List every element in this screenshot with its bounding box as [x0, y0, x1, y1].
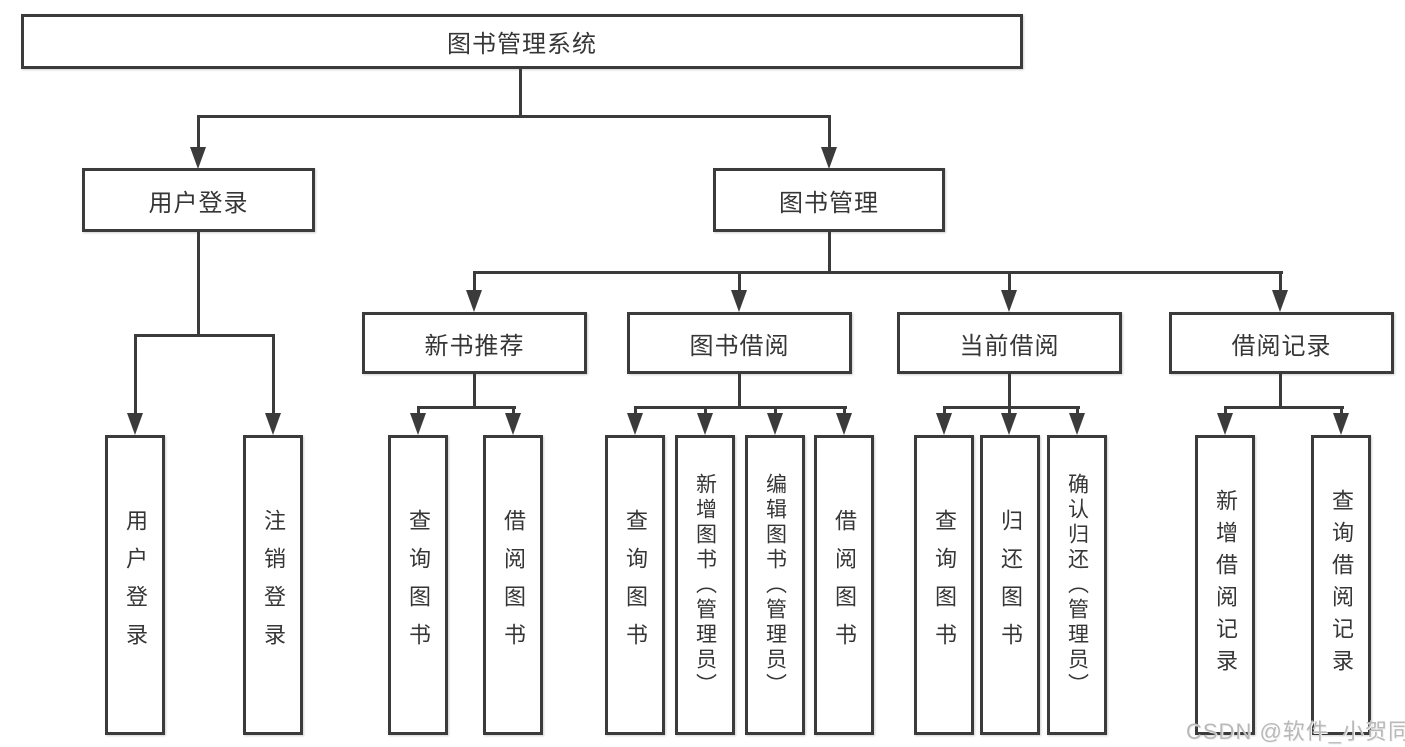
- node-logout: 注销登录: [243, 435, 303, 735]
- arrow-down-icon: [1069, 413, 1085, 435]
- node-user-login-label: 用户登录: [123, 509, 148, 661]
- arrow-down-icon: [936, 413, 952, 435]
- connector-v: [1008, 271, 1011, 293]
- connector-v: [738, 271, 741, 293]
- node-query-books-borrowing-label: 查询图书: [623, 509, 648, 661]
- node-new-book-recommend: 新书推荐: [362, 312, 587, 374]
- connector-v: [473, 271, 476, 293]
- node-borrowing-records-label: 借阅记录: [1231, 332, 1332, 360]
- connector-v: [828, 115, 831, 149]
- arrow-down-icon: [505, 413, 521, 435]
- node-return-books-label: 归还图书: [998, 509, 1023, 661]
- connector-v: [197, 115, 200, 149]
- connector-v: [704, 406, 707, 416]
- arrow-down-icon: [1217, 413, 1233, 435]
- connector-v: [943, 406, 946, 416]
- node-book-management: 图书管理: [713, 168, 945, 232]
- arrow-down-icon: [697, 413, 713, 435]
- arrow-down-icon: [1001, 413, 1017, 435]
- node-add-books-admin-label: 新增图书（管理员）: [693, 472, 717, 698]
- connector-v: [1008, 406, 1011, 416]
- node-borrowing-records: 借阅记录: [1169, 312, 1394, 374]
- arrow-down-icon: [731, 290, 747, 312]
- connector-v: [1279, 374, 1282, 409]
- node-query-books-current: 查询图书: [914, 435, 974, 735]
- connector-v: [1076, 406, 1079, 416]
- node-query-borrow-record-label: 查询借阅记录: [1329, 489, 1354, 681]
- node-query-books-recommend: 查询图书: [388, 435, 448, 735]
- node-query-books-current-label: 查询图书: [932, 509, 957, 661]
- node-root: 图书管理系统: [21, 14, 1023, 69]
- arrow-down-icon: [767, 413, 783, 435]
- node-borrow-books-recommend: 借阅图书: [483, 435, 543, 735]
- node-query-borrow-record: 查询借阅记录: [1311, 435, 1371, 735]
- arrow-down-icon: [190, 147, 206, 169]
- node-current-borrowing: 当前借阅: [897, 312, 1122, 374]
- connector-v: [197, 232, 200, 337]
- arrow-down-icon: [821, 147, 837, 169]
- node-add-borrow-record-label: 新增借阅记录: [1213, 489, 1238, 681]
- connector-v: [738, 374, 741, 409]
- node-query-books-borrowing: 查询图书: [605, 435, 665, 735]
- connector-v: [828, 232, 831, 274]
- connector-v: [519, 66, 522, 118]
- connector-v: [1008, 374, 1011, 409]
- arrow-down-icon: [627, 413, 643, 435]
- connector-v: [417, 406, 420, 416]
- connector-h: [134, 334, 275, 337]
- node-user-login-module: 用户登录: [82, 168, 315, 232]
- arrow-down-icon: [410, 413, 426, 435]
- connector-v: [473, 374, 476, 409]
- connector-v: [1224, 406, 1227, 416]
- connector-v: [272, 334, 275, 414]
- arrow-down-icon: [836, 413, 852, 435]
- connector-h: [197, 115, 831, 118]
- node-borrow-books-label: 借阅图书: [832, 509, 857, 661]
- arrow-down-icon: [1333, 413, 1349, 435]
- connector-h: [634, 406, 847, 409]
- node-return-books: 归还图书: [980, 435, 1040, 735]
- arrow-down-icon: [265, 413, 281, 435]
- connector-v: [1340, 406, 1343, 416]
- node-user-login-module-label: 用户登录: [148, 189, 249, 217]
- connector-v: [634, 406, 637, 416]
- node-new-book-recommend-label: 新书推荐: [424, 332, 525, 360]
- node-borrow-books: 借阅图书: [814, 435, 874, 735]
- connector-v: [1279, 271, 1282, 293]
- node-query-books-recommend-label: 查询图书: [406, 509, 431, 661]
- arrow-down-icon: [1272, 290, 1288, 312]
- csdn-watermark: CSDN @软件_小贺同学: [1186, 719, 1405, 744]
- connector-v: [774, 406, 777, 416]
- node-add-books-admin: 新增图书（管理员）: [675, 435, 735, 735]
- arrow-down-icon: [466, 290, 482, 312]
- node-current-borrowing-label: 当前借阅: [959, 332, 1060, 360]
- node-add-borrow-record: 新增借阅记录: [1195, 435, 1255, 735]
- connector-h: [943, 406, 1080, 409]
- node-edit-books-admin-label: 编辑图书（管理员）: [763, 472, 787, 698]
- node-book-management-label: 图书管理: [779, 189, 879, 217]
- connector-h: [473, 271, 1283, 274]
- node-confirm-return-admin-label: 确认归还（管理员）: [1065, 472, 1089, 698]
- node-book-borrowing: 图书借阅: [627, 312, 852, 374]
- connector-v: [843, 406, 846, 416]
- arrow-down-icon: [1001, 290, 1017, 312]
- node-user-login: 用户登录: [105, 435, 165, 735]
- node-logout-label: 注销登录: [261, 509, 286, 661]
- node-confirm-return-admin: 确认归还（管理员）: [1047, 435, 1107, 735]
- node-edit-books-admin: 编辑图书（管理员）: [745, 435, 805, 735]
- node-book-borrowing-label: 图书借阅: [689, 332, 790, 360]
- node-borrow-books-recommend-label: 借阅图书: [501, 509, 526, 661]
- connector-v: [134, 334, 137, 414]
- connector-h: [1224, 406, 1344, 409]
- connector-h: [417, 406, 516, 409]
- arrow-down-icon: [127, 413, 143, 435]
- node-root-label: 图书管理系统: [447, 31, 597, 58]
- connector-v: [512, 406, 515, 416]
